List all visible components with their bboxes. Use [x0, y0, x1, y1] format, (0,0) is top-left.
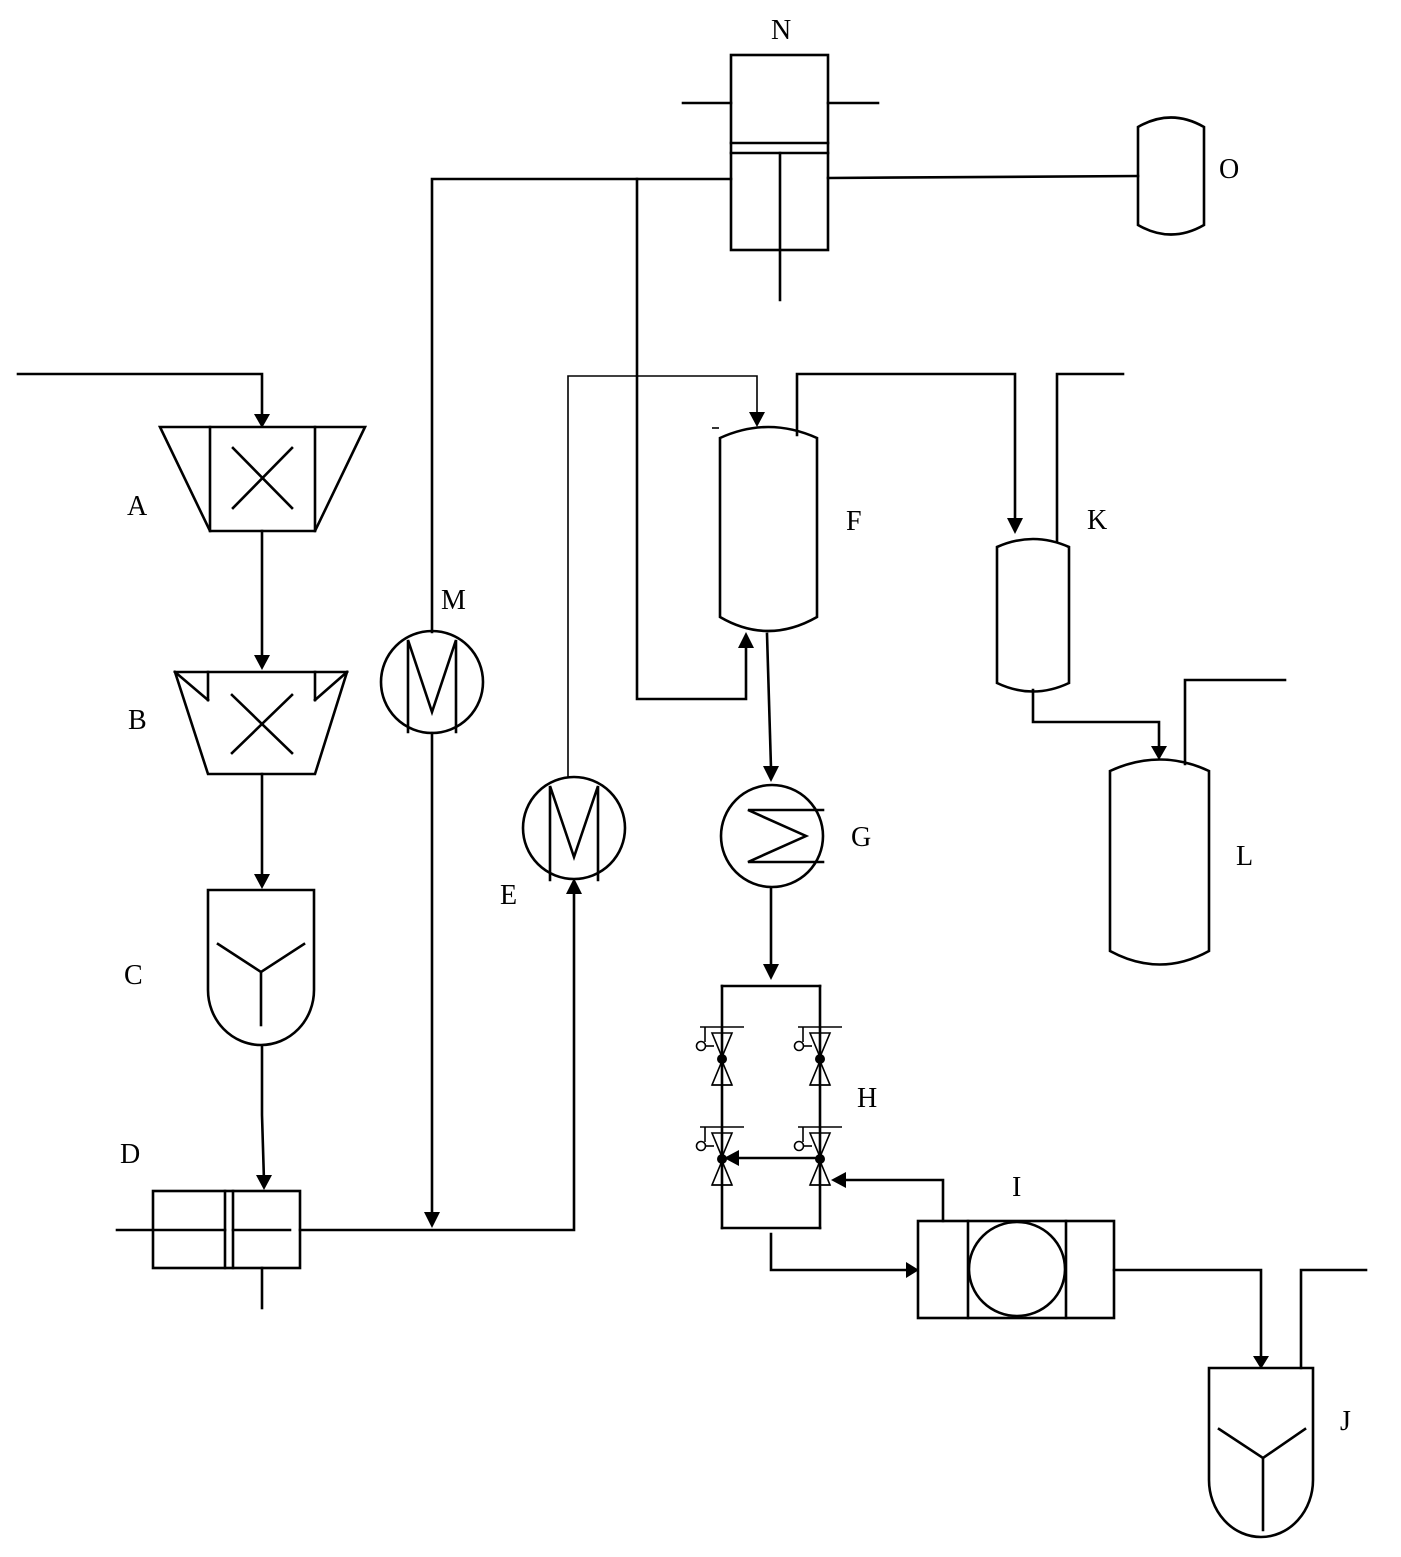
label-a: A: [127, 491, 148, 522]
unit-a-crusher: [157, 425, 368, 533]
unit-f-reactor: [712, 425, 819, 633]
flow-lines: [16, 174, 1368, 1370]
label-j: J: [1340, 1406, 1351, 1437]
label-b: B: [128, 705, 147, 736]
unit-j-receiver-tank: [1207, 1366, 1315, 1539]
label-c: C: [124, 960, 143, 991]
unit-h-valve-manifold: [695, 984, 842, 1230]
manual-valve-pair: [793, 1026, 842, 1086]
label-o: O: [1219, 154, 1239, 185]
unit-b-mill: [173, 670, 349, 776]
unit-e-heater: [521, 775, 627, 882]
unit-g-cooler: [719, 783, 825, 889]
unit-n-column: [681, 53, 880, 302]
unit-c-mixer-tank: [206, 888, 316, 1047]
label-l: L: [1236, 841, 1253, 872]
label-k: K: [1087, 505, 1107, 536]
label-d: D: [120, 1139, 140, 1170]
unit-k-vessel: [995, 537, 1071, 693]
equipment-labels: A B C D E F G H I J K L M N O: [120, 15, 1351, 1437]
unit-o-vessel: [1136, 116, 1206, 236]
label-m: M: [441, 585, 466, 616]
unit-l-tank: [1108, 758, 1211, 966]
unit-i-filter-press: [916, 1219, 1116, 1320]
manual-valve-pair: [793, 1126, 842, 1186]
unit-d-pump: [115, 1189, 302, 1310]
label-g: G: [851, 822, 871, 853]
manual-valve-pair: [695, 1026, 744, 1086]
label-h: H: [857, 1083, 877, 1114]
label-i: I: [1012, 1172, 1021, 1203]
label-e: E: [500, 880, 517, 911]
label-f: F: [846, 506, 862, 537]
label-n: N: [771, 15, 791, 46]
flow-arrows: [254, 412, 1269, 1369]
manual-valve-pair: [695, 1126, 744, 1186]
unit-m-heater: [379, 629, 485, 735]
